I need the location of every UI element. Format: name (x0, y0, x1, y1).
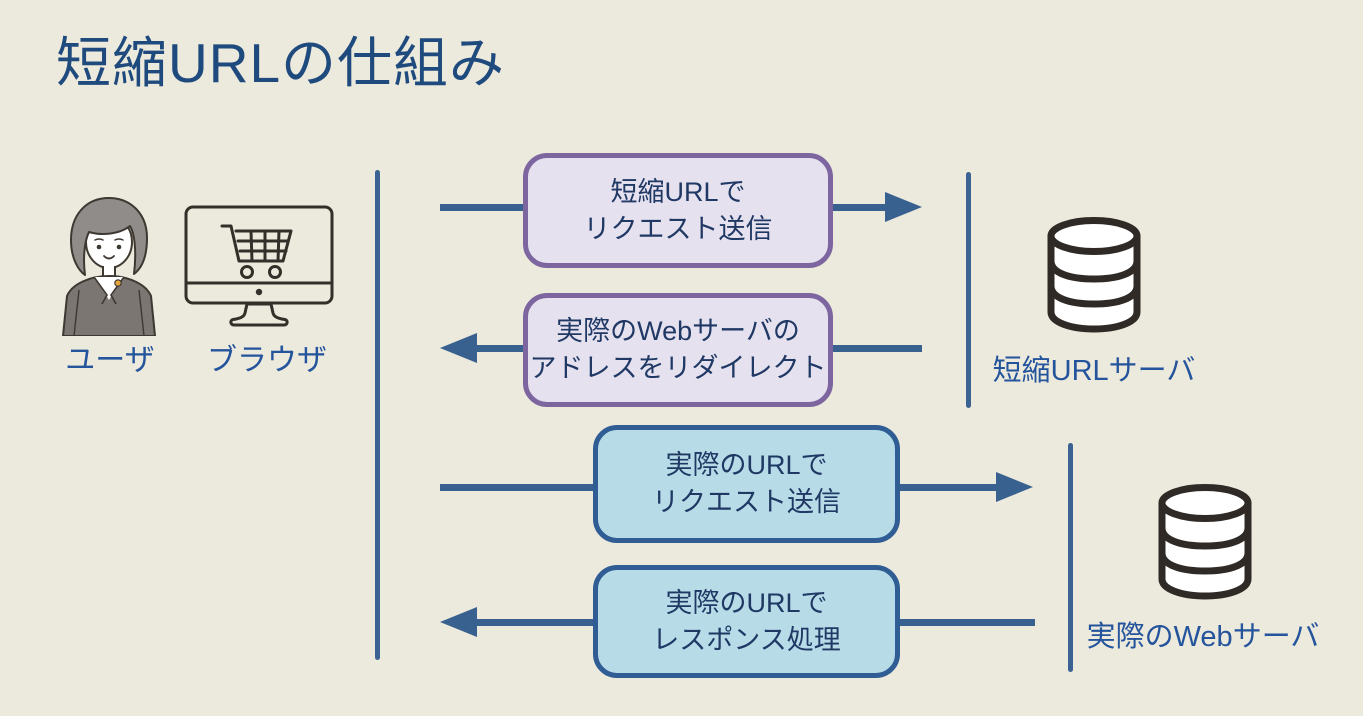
arrow-left-icon (440, 333, 477, 363)
web-server-label: 実際のWebサーバ (1086, 621, 1320, 653)
message-line: レスポンス処理 (652, 624, 841, 655)
message-line: 実際のURLで (665, 450, 828, 480)
message-box-redirect: 実際のWebサーバの アドレスをリダイレクト (523, 293, 833, 407)
message-line: 実際のURLで (665, 587, 828, 618)
message-line: リクエスト送信 (583, 213, 773, 244)
message-line: 短縮URLで (610, 176, 746, 207)
arrow-right-icon (996, 472, 1033, 502)
lifeline-browser (375, 170, 380, 660)
message-line: アドレスをリダイレクト (529, 353, 827, 383)
shopping-cart-icon (220, 224, 293, 279)
message-box-real-request: 実際のURLで リクエスト送信 (593, 425, 900, 543)
lifeline-shorturl-server (966, 172, 971, 408)
page-title: 短縮URLの仕組み (56, 32, 506, 94)
message-box-response: 実際のURLで レスポンス処理 (593, 565, 900, 678)
browser-label: ブラウザ (207, 344, 327, 377)
arrow-left-icon (440, 607, 477, 637)
shorturl-server-database-icon (1040, 215, 1148, 333)
browser-monitor-icon (183, 204, 335, 332)
user-person-icon (58, 194, 160, 337)
user-label: ユーザ (65, 344, 155, 377)
shorturl-server-label: 短縮URLサーバ (992, 355, 1196, 387)
message-line: 実際のWebサーバの (556, 316, 800, 346)
message-line: リクエスト送信 (652, 487, 841, 517)
arrow-right-icon (885, 192, 922, 222)
message-box-shorturl-request: 短縮URLで リクエスト送信 (523, 153, 833, 268)
lifeline-web-server (1068, 443, 1073, 672)
web-server-database-icon (1152, 482, 1258, 600)
